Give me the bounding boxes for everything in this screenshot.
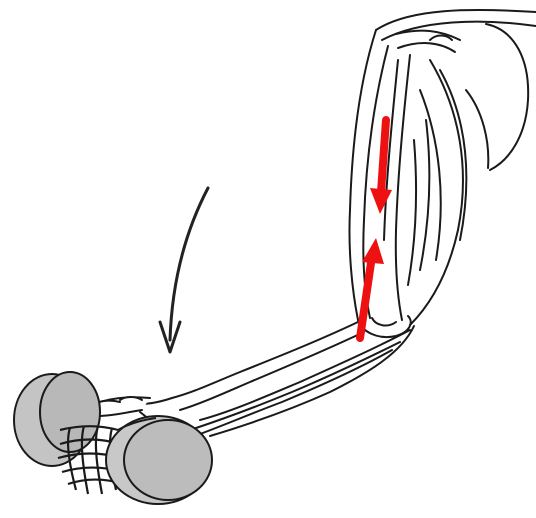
upper-arm bbox=[349, 10, 536, 337]
motion-arrow bbox=[160, 188, 208, 352]
dumbbell bbox=[14, 372, 212, 504]
